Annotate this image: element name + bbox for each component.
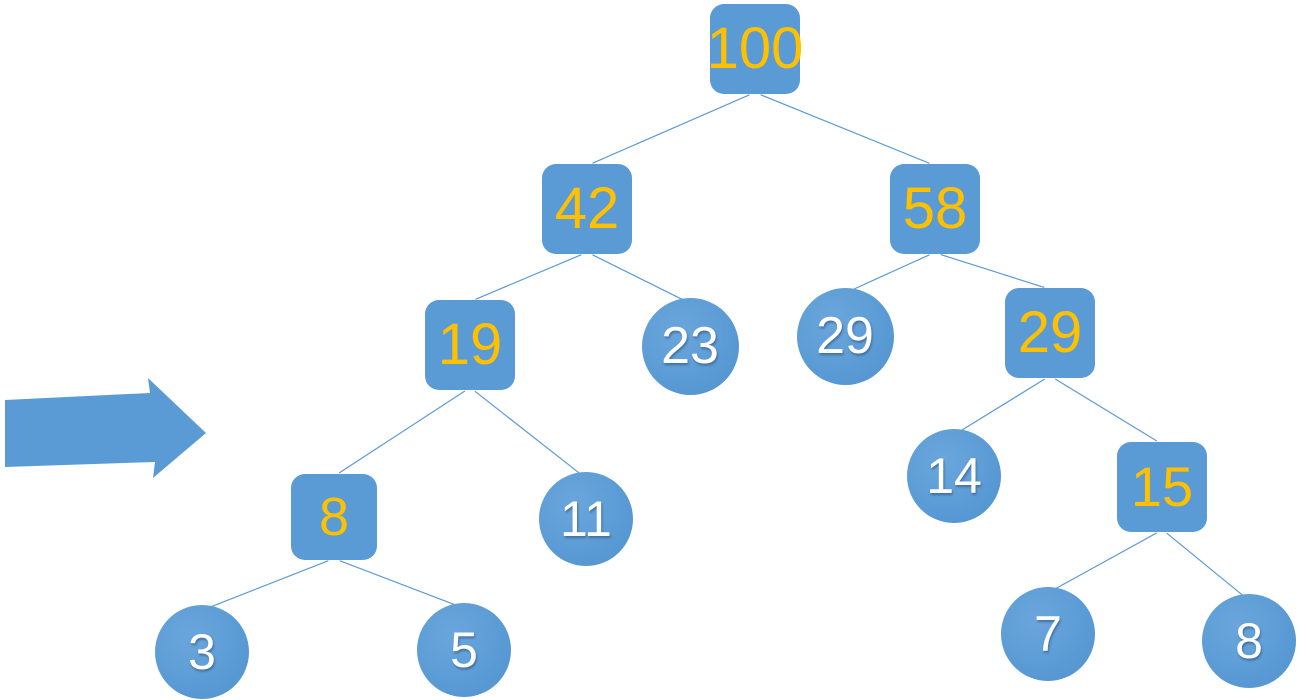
tree-node-label: 3 [188, 624, 216, 680]
tree-edge [1166, 532, 1245, 598]
tree-node-label: 8 [318, 487, 350, 547]
tree-node-19-square[interactable]: 19 [425, 300, 515, 390]
tree-edge [760, 94, 930, 164]
tree-node-label: 19 [437, 312, 503, 377]
tree-node-100-square[interactable]: 100 [707, 4, 803, 94]
tree-node-label: 23 [661, 317, 719, 375]
tree-edge [475, 254, 582, 300]
tree-node-8-circle[interactable]: 8 [1202, 594, 1296, 688]
tree-node-29-circle[interactable]: 29 [796, 287, 894, 385]
tree-node-7-circle[interactable]: 7 [1001, 587, 1095, 681]
tree-node-23-circle[interactable]: 23 [641, 297, 739, 395]
tree-edge [940, 253, 1045, 289]
tree-node-11-circle[interactable]: 11 [539, 472, 633, 566]
tree-node-label: 8 [1235, 613, 1263, 669]
tree-node-29-square[interactable]: 29 [1005, 288, 1095, 378]
tree-node-14-circle[interactable]: 14 [907, 429, 1001, 523]
tree-edge [1053, 532, 1157, 591]
tree-node-label: 15 [1130, 455, 1194, 518]
tree-edge [339, 560, 459, 607]
tree-edge [850, 254, 930, 292]
tree-edge [592, 94, 750, 164]
tree-node-42-square[interactable]: 42 [542, 164, 632, 254]
right-pointing-arrow-icon [5, 378, 206, 478]
tree-edge [592, 254, 685, 302]
tree-edge [338, 390, 466, 474]
tree-node-label: 14 [926, 448, 982, 504]
tree-edge [207, 560, 329, 609]
tree-node-label: 29 [816, 307, 874, 365]
tree-node-label: 29 [1017, 300, 1083, 365]
tree-node-label: 42 [554, 176, 620, 241]
tree-node-5-circle[interactable]: 5 [417, 603, 511, 697]
tree-edge [474, 390, 582, 476]
tree-node-8-square[interactable]: 8 [291, 474, 377, 560]
tree-node-15-square[interactable]: 15 [1117, 442, 1207, 532]
tree-node-label: 11 [560, 491, 612, 547]
tree-edge [958, 378, 1046, 433]
tree-node-label: 58 [902, 176, 968, 241]
tree-node-3-circle[interactable]: 3 [155, 605, 249, 699]
tree-node-58-square[interactable]: 58 [890, 164, 980, 254]
tree-node-label: 7 [1034, 606, 1062, 662]
tree-node-label: 100 [706, 16, 804, 81]
tree-edge [1054, 378, 1158, 442]
tree-node-label: 5 [450, 622, 478, 678]
